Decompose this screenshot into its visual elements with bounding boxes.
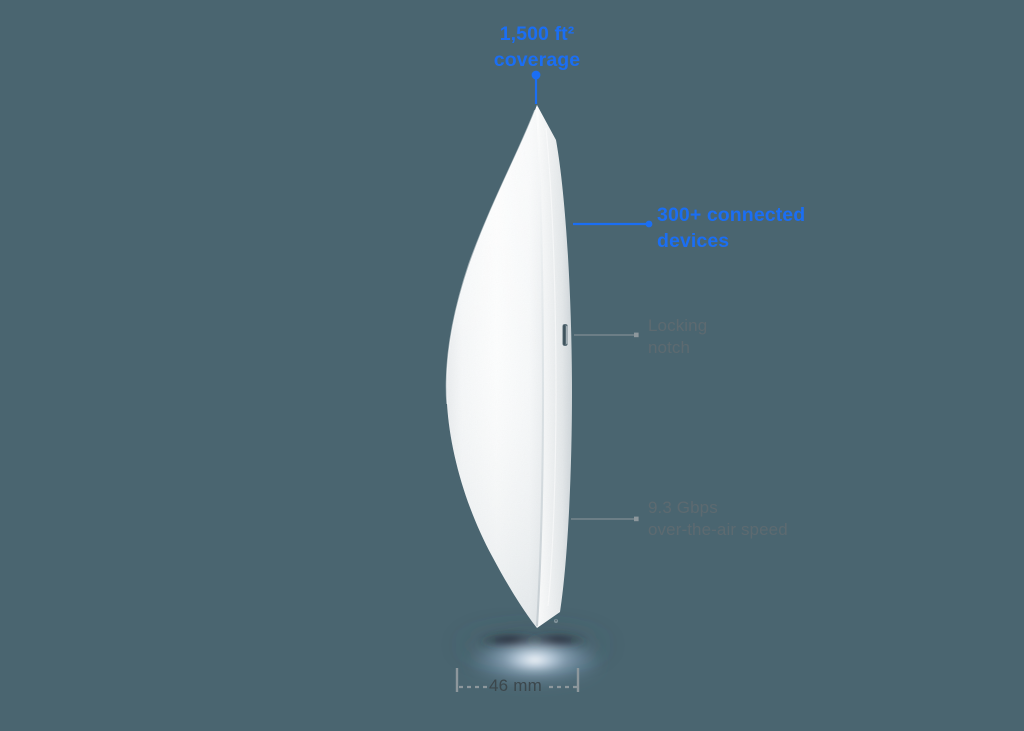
dimension-bracket xyxy=(455,668,580,692)
dimension-width-label: 46 mm xyxy=(489,676,542,695)
base-glow xyxy=(471,640,599,688)
callout-connected-devices: 300+ connected devices xyxy=(657,204,806,252)
callout-locking-notch: Locking notch xyxy=(648,316,708,358)
leader-notch xyxy=(574,332,639,338)
access-point-body xyxy=(445,105,572,628)
leader-speed xyxy=(571,516,639,522)
callout-over-the-air-speed: 9.3 Gbps over-the-air speed xyxy=(648,498,788,540)
callout-coverage: 1,500 ft² coverage xyxy=(493,23,581,71)
leader-devices xyxy=(573,220,653,228)
leader-coverage xyxy=(531,70,541,104)
locking-notch xyxy=(562,324,568,346)
